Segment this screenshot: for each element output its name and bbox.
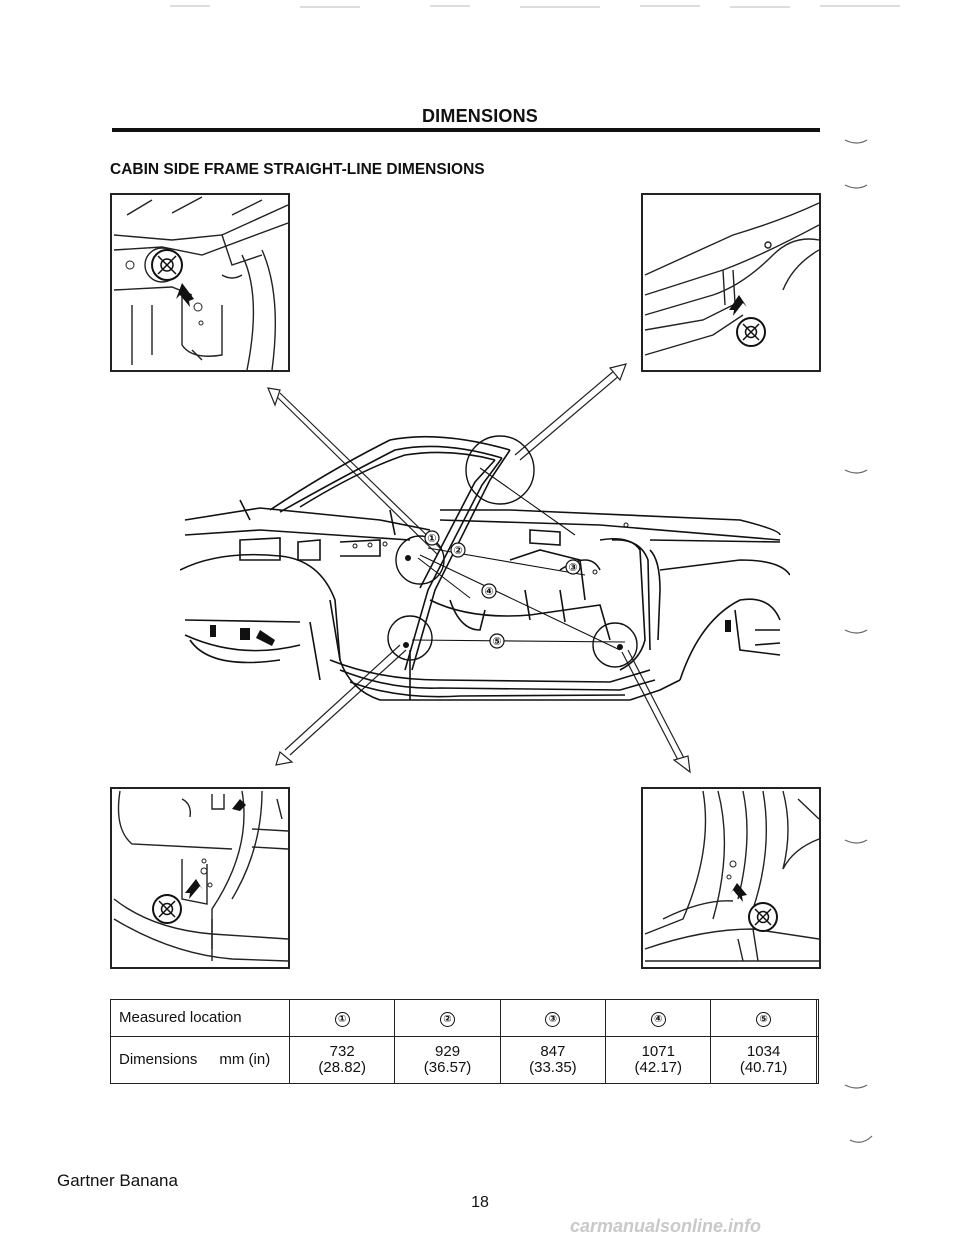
dimension-2: 929(36.57): [394, 1036, 501, 1084]
location-5: ⑤: [710, 999, 817, 1037]
detail-drawing-top-left: [113, 196, 288, 370]
heading-rule: [112, 128, 820, 132]
dimension-1: 732(28.82): [288, 1036, 396, 1084]
location-2: ②: [394, 999, 501, 1037]
location-4: ④: [605, 999, 712, 1037]
dimension-4: 1071(42.17): [605, 1036, 712, 1084]
dimension-3: 847(33.35): [499, 1036, 607, 1084]
detail-panel-bottom-right: [641, 787, 821, 969]
arrow-icon: [185, 879, 203, 899]
detail-drawing-bottom-right: [644, 790, 819, 962]
point-label-3: ③: [568, 561, 577, 574]
detail-circle-lower-rear: [592, 622, 638, 668]
arrow-icon: [176, 283, 194, 307]
detail-panel-top-left: [110, 193, 290, 372]
dimension-5: 1034(40.71): [710, 1036, 817, 1084]
detail-panel-top-right: [641, 193, 821, 372]
point-label-2: ②: [453, 544, 462, 557]
location-3: ③: [499, 999, 607, 1037]
point-label-4: ④: [484, 585, 493, 598]
point-label-1: ①: [427, 532, 436, 545]
scan-marks: [170, 5, 900, 8]
page-number: 18: [471, 1194, 489, 1211]
detail-circle-lower-front: [387, 615, 433, 661]
empty-cell: [815, 1036, 820, 1084]
point-label-5: ⑤: [492, 635, 501, 648]
empty-cell: [815, 999, 820, 1037]
watermark: carmanualsonline.info: [570, 1216, 762, 1236]
detail-drawing-top-right: [644, 202, 819, 356]
detail-circle-a-pillar: [395, 535, 445, 585]
location-1: ①: [288, 999, 396, 1037]
arrow-icon: [730, 883, 747, 902]
section-title: CABIN SIDE FRAME STRAIGHT-LINE DIMENSION…: [110, 161, 485, 178]
cabin-side-frame-diagram: ① ② ③ ④ ⑤: [180, 363, 790, 774]
arrow-icon: [729, 295, 747, 316]
margin-ticks: [844, 139, 873, 1143]
row-label-measured-location: Measured location: [110, 999, 290, 1037]
page-heading: DIMENSIONS: [421, 106, 538, 126]
detail-circle-roof: [465, 435, 535, 505]
detail-panel-bottom-left: [110, 787, 290, 969]
table-row-locations: Measured location ① ② ③ ④ ⑤: [110, 999, 820, 1037]
unit-label: mm (in): [219, 1051, 271, 1068]
footer-title: Gartner Banana: [57, 1171, 178, 1190]
detail-drawing-bottom-left: [113, 790, 288, 962]
